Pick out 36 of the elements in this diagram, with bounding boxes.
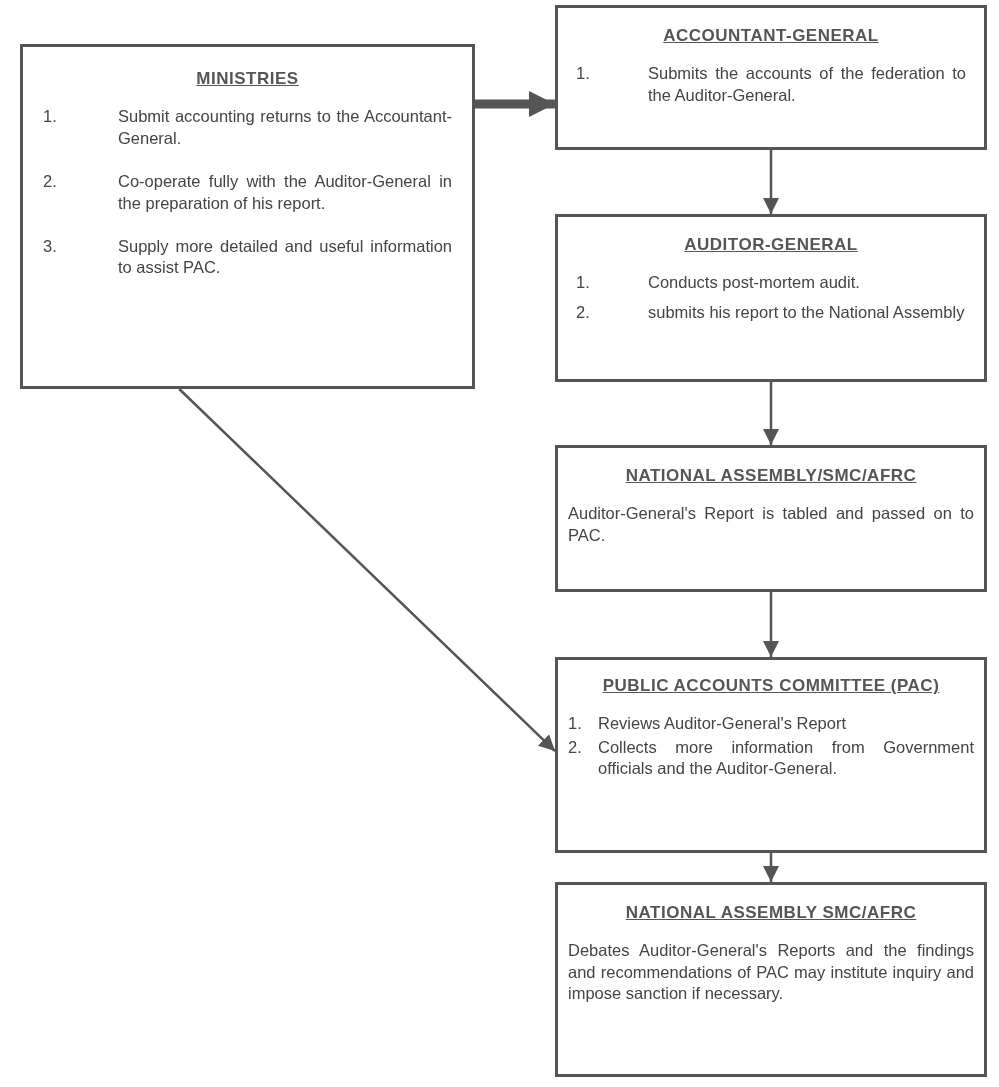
list-item-text: Supply more detailed and useful information to assist PAC. xyxy=(118,235,452,279)
arrow xyxy=(763,382,779,445)
list-number: 1. xyxy=(576,272,591,294)
process-box xyxy=(555,5,987,150)
list-item-text: Submits the accounts of the federation to the Auditor-General. xyxy=(648,63,966,106)
process-box xyxy=(555,882,987,1077)
list-number: 3. xyxy=(43,235,58,257)
list-item-text: Conducts post-mortem audit. xyxy=(648,272,861,294)
process-box xyxy=(555,214,987,382)
list-number: 2. xyxy=(43,171,58,193)
box-heading: NATIONAL ASSEMBLY/SMC/AFRC xyxy=(624,465,918,487)
box-heading: AUDITOR-GENERAL xyxy=(683,234,859,256)
list-item-text: submits his report to the National Assembly xyxy=(648,301,966,323)
arrow xyxy=(475,91,555,117)
list-item-text: Co-operate fully with the Auditor-General in the preparation of his report. xyxy=(118,171,452,214)
box-heading: ACCOUNTANT-GENERAL xyxy=(662,25,880,47)
arrow xyxy=(178,388,556,752)
arrow xyxy=(763,853,779,882)
box-heading: PUBLIC ACCOUNTS COMMITTEE (PAC) xyxy=(601,675,941,697)
body-text: Debates Auditor-General's Reports and the findings and recommendations of PAC may institute inquiry and impose sanction if necessary. xyxy=(568,940,974,1005)
list-item-text: Submit accounting returns to the Accountant-General. xyxy=(118,106,452,149)
arrow xyxy=(763,592,779,657)
list-item-text: Reviews Auditor-General's Report xyxy=(598,713,847,735)
list-number: 2. xyxy=(576,301,591,323)
box-heading: NATIONAL ASSEMBLY SMC/AFRC xyxy=(624,902,918,924)
list-number: 1. xyxy=(568,713,583,735)
box-heading: MINISTRIES xyxy=(195,68,300,90)
list-item-text: Collects more information from Government officials and the Auditor-General. xyxy=(598,736,974,780)
list-number: 1. xyxy=(43,106,58,128)
process-box xyxy=(555,445,987,592)
arrow xyxy=(763,150,779,214)
process-box xyxy=(20,44,475,389)
list-number: 2. xyxy=(568,736,583,758)
list-number: 1. xyxy=(576,63,591,85)
process-box xyxy=(555,657,987,853)
body-text: Auditor-General's Report is tabled and passed on to PAC. xyxy=(568,503,974,546)
